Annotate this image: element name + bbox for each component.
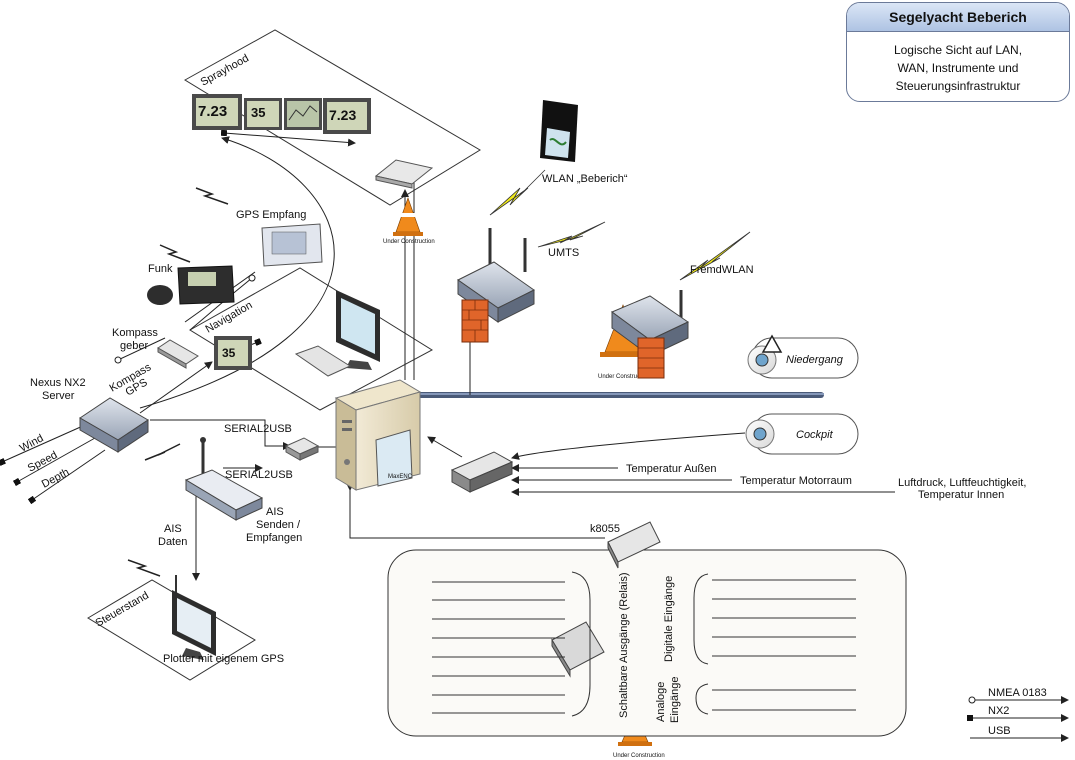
ais-transceiver-icon bbox=[184, 437, 264, 521]
vhf-radio-icon bbox=[147, 265, 235, 305]
sensor-hub-icon bbox=[450, 451, 514, 493]
lan-backbone bbox=[418, 392, 824, 398]
instrument-display-3: 7.23 bbox=[323, 98, 371, 134]
svg-text:NMEA 0183: NMEA 0183 bbox=[988, 687, 1047, 699]
legend-nx2: NX2 bbox=[967, 705, 1069, 722]
kompass-geber-label-2: geber bbox=[120, 340, 148, 352]
diagram-title: Segelyacht Beberich bbox=[847, 3, 1069, 32]
legend-nmea: NMEA 0183 bbox=[968, 687, 1069, 704]
subtitle-line-2: WAN, Instrumente und bbox=[897, 61, 1019, 75]
traffic-cone-icon: Under Construction bbox=[383, 197, 435, 245]
digitale-label: Digitale Eingänge bbox=[663, 576, 675, 662]
fremd-router-icon bbox=[610, 290, 690, 379]
camera-niedergang: Niedergang bbox=[747, 334, 859, 379]
temp-motor-label: Temperatur Motorraum bbox=[740, 475, 852, 487]
luft-label-2: Temperatur Innen bbox=[918, 489, 1004, 501]
analoge-label-1: Analoge bbox=[655, 682, 667, 722]
gps-receiver-icon bbox=[261, 223, 323, 267]
ais-label-2: Senden / bbox=[256, 519, 301, 531]
k8055-label: k8055 bbox=[590, 523, 620, 535]
depth-label: Depth bbox=[40, 466, 72, 490]
radio-signal-icon bbox=[144, 443, 181, 461]
maxenc-label: MaxENC bbox=[388, 474, 413, 480]
svg-text:Under Construction: Under Construction bbox=[598, 374, 650, 380]
plotter-label: Plotter mit eigenem GPS bbox=[163, 653, 284, 665]
radio-signal-icon bbox=[127, 559, 161, 577]
svg-text:NX2: NX2 bbox=[988, 705, 1009, 717]
instrument-display-chart bbox=[284, 98, 322, 130]
subtitle-line-1: Logische Sicht auf LAN, bbox=[893, 43, 1023, 57]
sprayhood-instruments: 7.23 35 7.23 bbox=[192, 94, 434, 189]
analoge-label-2: Eingänge bbox=[669, 677, 681, 724]
instrument-display-1: 7.23 bbox=[192, 94, 242, 130]
title-box: Segelyacht Beberich Logische Sicht auf L… bbox=[846, 2, 1070, 102]
diagram-subtitle: Logische Sicht auf LAN, WAN, Instrumente… bbox=[847, 32, 1069, 95]
instrument-display-2: 35 bbox=[244, 98, 282, 130]
navigation-display: 35 bbox=[214, 336, 252, 370]
temp-aussen-label: Temperatur Außen bbox=[626, 463, 717, 475]
k8055-panel bbox=[387, 549, 907, 737]
wlan-label: WLAN „Beberich“ bbox=[542, 173, 628, 185]
svg-text:USB: USB bbox=[988, 725, 1011, 737]
camera-cockpit: Cockpit bbox=[745, 413, 859, 455]
usb-hub-icon bbox=[374, 159, 434, 189]
svg-text:7.23: 7.23 bbox=[329, 107, 356, 123]
compass-sensor-icon bbox=[157, 339, 199, 369]
serial2usb-label-2: SERIAL2USB bbox=[225, 469, 293, 481]
ais-daten-label-2: Daten bbox=[158, 536, 187, 548]
analog-input-lines bbox=[695, 683, 856, 715]
fremdwlan-label: FremdWLAN bbox=[690, 264, 754, 276]
legend-usb: USB bbox=[970, 725, 1069, 742]
kompass-geber-label-1: Kompass bbox=[112, 327, 158, 339]
digital-input-lines bbox=[693, 573, 856, 665]
keyboard-icon bbox=[294, 345, 352, 377]
lightning-icon bbox=[679, 231, 751, 281]
monitor-icon bbox=[336, 290, 380, 370]
relay-output-lines bbox=[432, 571, 591, 717]
k8055-board-icon bbox=[607, 521, 661, 569]
serial2usb-adapter-icon bbox=[284, 437, 320, 461]
svg-text:Under Construction: Under Construction bbox=[383, 239, 435, 245]
wlan-router-icon bbox=[457, 228, 535, 343]
svg-text:7.23: 7.23 bbox=[198, 103, 227, 120]
serial2usb-label-1: SERIAL2USB bbox=[224, 423, 292, 435]
luft-label-1: Luftdruck, Luftfeuchtigkeit, bbox=[898, 477, 1026, 489]
lightning-group bbox=[127, 169, 751, 577]
svg-text:35: 35 bbox=[222, 346, 236, 360]
umts-label: UMTS bbox=[548, 247, 579, 259]
niedergang-label: Niedergang bbox=[786, 354, 844, 366]
svg-text:Under Construction: Under Construction bbox=[613, 753, 665, 759]
lightning-icon bbox=[537, 221, 606, 248]
ais-daten-label-1: AIS bbox=[164, 523, 182, 535]
subtitle-line-3: Steuerungsinfrastruktur bbox=[895, 79, 1021, 93]
nexus-server-icon bbox=[79, 397, 149, 453]
steuerstand-area: Steuerstand bbox=[87, 579, 256, 681]
lightning-icon bbox=[489, 169, 546, 216]
funk-label: Funk bbox=[148, 263, 173, 275]
wind-label: Wind bbox=[18, 432, 46, 454]
gps-empfang-label: GPS Empfang bbox=[236, 209, 306, 221]
relay-board-icon bbox=[551, 621, 605, 678]
relais-label: Schaltbare Ausgänge (Relais) bbox=[618, 572, 630, 718]
legend: NMEA 0183 NX2 USB bbox=[967, 687, 1069, 742]
nexus-label-1: Nexus NX2 bbox=[30, 377, 86, 389]
ais-label-3: Empfangen bbox=[246, 532, 302, 544]
plotter-icon bbox=[172, 575, 216, 660]
radio-signal-icon bbox=[195, 187, 229, 205]
radio-signal-icon bbox=[159, 244, 191, 263]
speed-label: Speed bbox=[26, 449, 60, 475]
svg-text:35: 35 bbox=[251, 105, 265, 120]
ais-label-1: AIS bbox=[266, 506, 284, 518]
wlan-tablet-icon bbox=[540, 100, 578, 162]
nexus-label-2: Server bbox=[42, 390, 75, 402]
pc-tower-icon: MaxENC bbox=[334, 379, 422, 491]
cockpit-label: Cockpit bbox=[796, 429, 834, 441]
